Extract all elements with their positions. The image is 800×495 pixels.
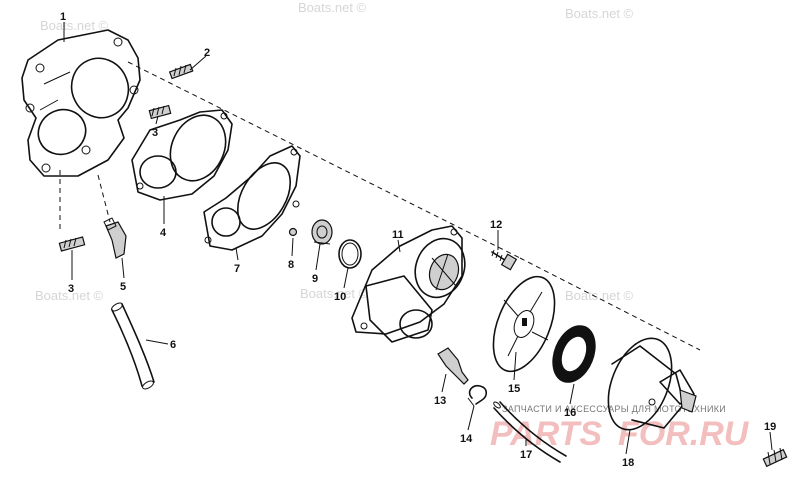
part-label-13: 13 (434, 395, 446, 407)
part-label-14: 14 (460, 433, 473, 445)
o-ring-part-10 (338, 239, 362, 269)
watermark-boats-6: Boats.net © (565, 288, 634, 303)
part-label-2: 2 (204, 47, 210, 59)
clip-part-14 (467, 384, 488, 407)
assembly-axis-line (127, 61, 701, 351)
bolt-part-12 (491, 249, 518, 271)
watermark-boats-5: Boats.net © (300, 286, 369, 301)
screw-part-3b (58, 236, 86, 252)
end-cap-part-18 (607, 337, 697, 431)
part-label-3b: 3 (68, 283, 74, 295)
watermark-boats-1: Boats.net © (40, 18, 109, 33)
part-label-10: 10 (334, 291, 346, 303)
part-label-15: 15 (508, 383, 520, 395)
part-label-18: 18 (622, 457, 634, 469)
part-label-3a: 3 (152, 127, 158, 139)
hose-part-6 (111, 302, 155, 390)
watermark-boats-3: Boats.net © (565, 6, 634, 21)
pin-part-8 (288, 227, 298, 237)
pump-housing-part-11 (351, 225, 466, 343)
valve-part-9 (311, 219, 333, 245)
tube-part-17 (493, 401, 567, 463)
impeller-disc-part-15 (492, 275, 556, 373)
part-label-4: 4 (160, 227, 167, 239)
pump-cover (21, 29, 141, 177)
screw-part-3a (148, 104, 172, 120)
fitting-axis-lines (59, 170, 111, 232)
watermark-boats-4: Boats.net © (35, 288, 104, 303)
part-number-labels: 1 2 3 3 4 5 6 7 8 9 10 11 12 13 14 15 16… (60, 11, 776, 469)
part-label-7: 7 (234, 263, 240, 275)
gasket-part-7 (203, 145, 301, 251)
part-label-19: 19 (764, 421, 776, 433)
part-label-16: 16 (564, 407, 576, 419)
connector-part-13 (437, 347, 469, 385)
screw-part-2 (168, 63, 194, 80)
elbow-fitting-part-5 (103, 217, 127, 259)
watermark-shop-text: ЗАПЧАСТИ И АКСЕССУАРЫ ДЛЯ МОТОТЕХНИКИ (502, 404, 726, 414)
watermark-boats-2: Boats.net © (298, 0, 367, 15)
leader-lines (63, 22, 773, 455)
part-label-6: 6 (170, 339, 176, 351)
screw-part-19 (762, 447, 788, 468)
part-label-5: 5 (120, 281, 126, 293)
part-label-1: 1 (60, 11, 66, 23)
gasket-part-4 (131, 109, 233, 201)
part-label-8: 8 (288, 259, 294, 271)
part-label-12: 12 (490, 219, 502, 231)
part-label-11: 11 (392, 229, 404, 241)
watermark-logo-parts: PARTS (490, 415, 602, 453)
part-label-9: 9 (312, 273, 318, 285)
seal-part-16 (552, 325, 596, 383)
part-label-17: 17 (520, 449, 532, 461)
